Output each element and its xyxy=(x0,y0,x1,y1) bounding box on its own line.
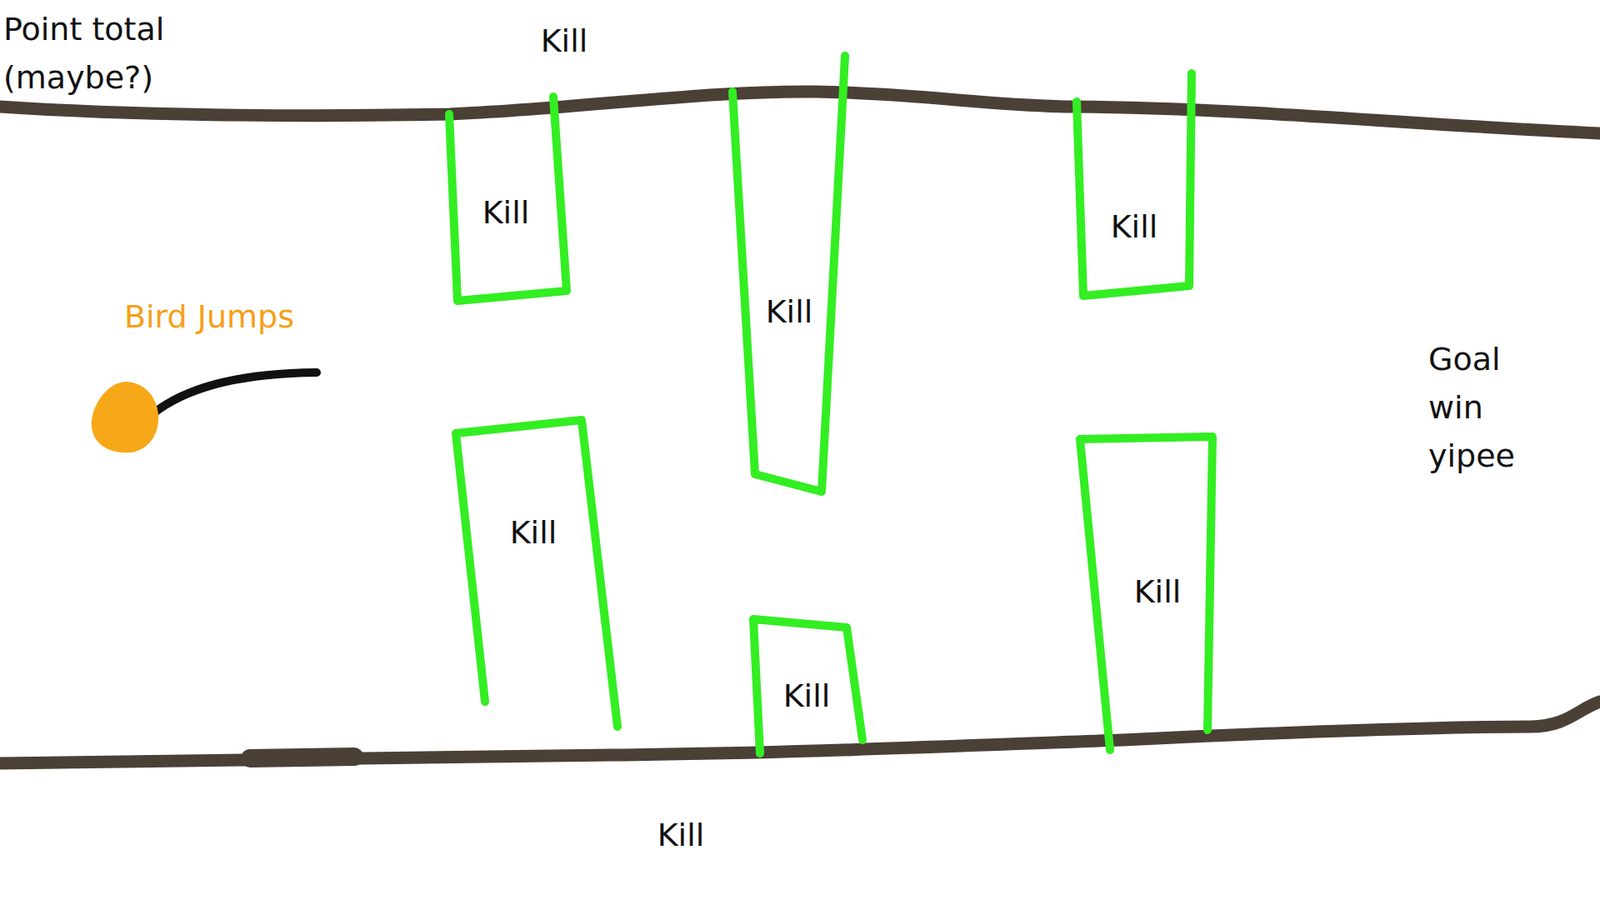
sketch-note: Goal win yipee xyxy=(1428,335,1537,480)
kill-zone-label: Kill xyxy=(765,287,814,336)
pipe-outline xyxy=(1076,73,1192,296)
pipe-stroke xyxy=(449,96,567,301)
pipe-obstacle: Kill xyxy=(753,619,863,754)
bird xyxy=(91,381,159,453)
sketch-note: Bird Jumps xyxy=(124,292,295,341)
pipe-stroke xyxy=(1076,73,1192,296)
kill-zone-label: Kill xyxy=(510,508,558,557)
pipe-stroke xyxy=(732,55,845,492)
pipe-outline xyxy=(732,55,845,492)
ceiling-line xyxy=(0,91,1600,134)
pipe-outline xyxy=(455,420,618,727)
pipe-stroke xyxy=(455,420,618,727)
jump-trail xyxy=(153,372,317,414)
pipe-obstacle: Kill xyxy=(1080,436,1213,750)
kill-zone-label: Kill xyxy=(482,188,530,237)
pipe-obstacle: Kill xyxy=(732,55,845,492)
pipe-stroke xyxy=(753,619,863,754)
pipe-obstacle: Kill xyxy=(455,420,618,727)
sketch-note: Kill xyxy=(657,810,705,860)
floor-smudge xyxy=(250,756,355,759)
pipe-stroke xyxy=(1080,436,1213,750)
pipe-obstacle: Kill xyxy=(449,96,567,301)
kill-zone-label: Kill xyxy=(783,671,831,720)
kill-zone-label: Kill xyxy=(1134,567,1182,616)
sketch-note: Kill xyxy=(540,16,589,65)
pipe-obstacle: Kill xyxy=(1076,73,1192,296)
kill-zone-label: Kill xyxy=(1110,202,1159,251)
sketch-note: Point total (maybe?) xyxy=(3,5,204,102)
